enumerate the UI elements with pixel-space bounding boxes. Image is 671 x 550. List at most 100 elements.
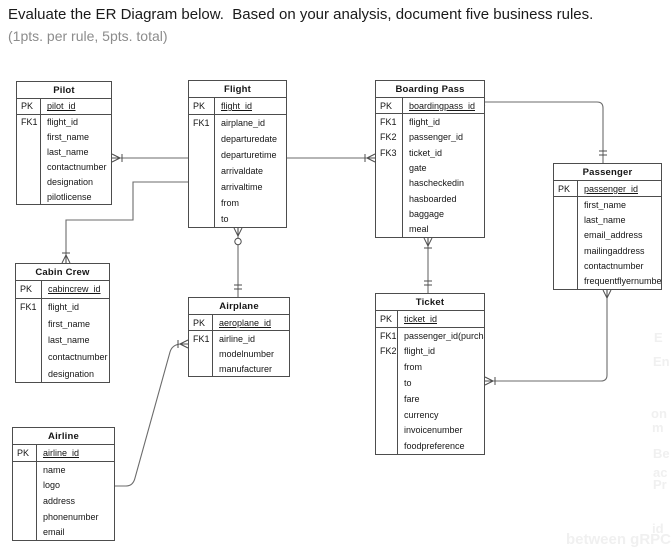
attr-row: fare xyxy=(376,390,484,407)
entity-title: Cabin Crew xyxy=(16,264,109,281)
attr-cell: name xyxy=(43,464,66,475)
attr-cell: arrivaldate xyxy=(221,166,264,176)
attr-row: address xyxy=(13,493,114,509)
watermark-fragment: m xyxy=(652,420,664,435)
key-cell xyxy=(376,160,403,176)
attr-cell: currency xyxy=(404,409,439,420)
key-cell xyxy=(189,179,215,195)
attr-row: FK1 flight_id xyxy=(376,114,484,130)
key-cell xyxy=(376,175,403,191)
attr-cell: logo xyxy=(43,480,61,491)
key-cell xyxy=(376,406,398,423)
attr-row: last_name xyxy=(554,212,661,228)
attr-row: invoicenumber xyxy=(376,422,484,439)
attr-cell: boardingpass_id xyxy=(409,100,476,111)
attr-cell: first_name xyxy=(584,199,627,210)
key-cell xyxy=(17,129,41,145)
attr-row: baggage xyxy=(376,206,484,222)
relationship-boardingpass-passenger xyxy=(474,97,607,163)
key-cell: FK1 xyxy=(16,298,42,316)
key-cell xyxy=(13,477,37,494)
attr-cell: gate xyxy=(409,162,427,173)
key-cell xyxy=(189,131,215,147)
attr-row: designation xyxy=(17,174,111,190)
attr-row: gate xyxy=(376,160,484,176)
attr-cell: meal xyxy=(409,224,429,235)
attr-row: arrivaldate xyxy=(189,163,286,179)
attr-cell: flight_id xyxy=(409,116,441,127)
attr-cell: ticket_id xyxy=(404,313,438,324)
key-cell xyxy=(17,189,41,205)
attr-cell: contactnumber xyxy=(584,261,644,272)
key-cell: FK1 xyxy=(376,327,398,344)
attr-cell: email_address xyxy=(584,230,643,241)
attr-row: first_name xyxy=(17,129,111,145)
relationship-pilot-flight xyxy=(111,153,188,163)
entity-title: Airplane xyxy=(189,298,289,315)
entity-title: Passenger xyxy=(554,164,661,181)
entity-title: Flight xyxy=(189,81,286,98)
attr-row: mailingaddress xyxy=(554,243,661,259)
attr-row: foodpreference xyxy=(376,438,484,455)
key-cell: FK3 xyxy=(376,144,403,161)
watermark-fragment: id xyxy=(652,521,664,536)
attr-cell: ticket_id xyxy=(409,147,443,158)
attr-cell: airline_id xyxy=(219,333,256,344)
attr-row: hascheckedin xyxy=(376,175,484,191)
key-cell xyxy=(13,493,37,509)
key-cell: FK2 xyxy=(376,129,403,145)
key-cell: FK1 xyxy=(376,114,403,130)
watermark-fragment: Pr xyxy=(653,477,667,492)
key-cell xyxy=(189,163,215,179)
attr-row: pilotlicense xyxy=(17,189,111,205)
entity-title: Pilot xyxy=(17,82,111,99)
attr-cell: cabincrew_id xyxy=(48,284,101,295)
attr-cell: designation xyxy=(48,368,95,379)
attr-row: logo xyxy=(13,477,114,494)
attr-cell: flight_id xyxy=(221,101,253,111)
key-cell xyxy=(189,195,215,211)
key-cell xyxy=(376,359,398,376)
key-cell xyxy=(554,197,578,213)
attr-cell: to xyxy=(404,378,412,389)
key-cell xyxy=(376,422,398,439)
key-cell: PK xyxy=(17,99,41,114)
key-cell xyxy=(16,315,42,333)
attr-row: to xyxy=(376,375,484,391)
attr-cell: modelnumber xyxy=(219,348,275,359)
key-cell xyxy=(17,174,41,190)
attr-cell: contactnumber xyxy=(47,161,107,172)
attr-cell: contactnumber xyxy=(48,352,108,363)
attr-cell: aeroplane_id xyxy=(219,317,272,328)
key-cell xyxy=(17,144,41,160)
key-cell: FK1 xyxy=(189,331,213,346)
attr-cell: email xyxy=(43,527,65,538)
attr-cell: flight_id xyxy=(47,117,79,128)
attr-cell: airplane_id xyxy=(221,118,266,128)
attr-cell: airline_id xyxy=(43,447,80,458)
attr-row: from xyxy=(376,359,484,376)
entity-ticket: TicketPKticket_idFK1passenger_id(purchas… xyxy=(375,293,485,455)
attr-row: first_name xyxy=(16,315,109,333)
entity-title: Ticket xyxy=(376,294,484,311)
attr-row: contactnumber xyxy=(17,159,111,175)
attr-cell: first_name xyxy=(48,318,91,329)
attr-row: departuretime xyxy=(189,147,286,163)
attr-cell: invoicenumber xyxy=(404,425,463,436)
attr-cell: mailingaddress xyxy=(584,245,645,256)
attr-cell: departuretime xyxy=(221,150,277,160)
key-cell xyxy=(554,258,578,274)
attr-cell: flight_id xyxy=(404,346,436,357)
attr-cell: last_name xyxy=(584,215,626,226)
